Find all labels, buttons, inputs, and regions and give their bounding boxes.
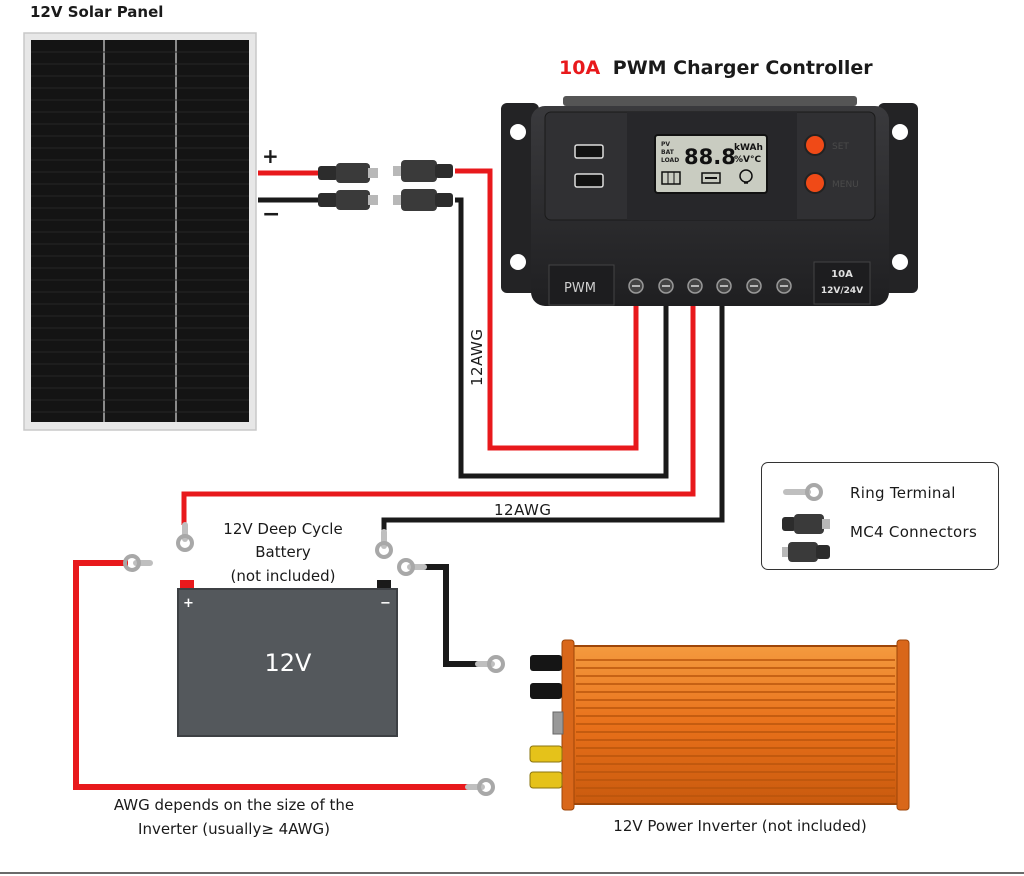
legend: Ring Terminal MC4 Connectors (761, 462, 999, 570)
lcd-flag-pv: PV (661, 141, 670, 148)
controller-title: 10A PWM Charger Controller (559, 57, 873, 79)
inverter-positive-wire (73, 560, 478, 790)
legend-ring-terminal: Ring Terminal (850, 484, 956, 502)
awg-note-line1: AWG depends on the size of the (114, 796, 354, 814)
legend-mc4: MC4 Connectors (850, 523, 978, 541)
solar-panel-title: 12V Solar Panel (30, 3, 163, 21)
inverter-label: 12V Power Inverter (not included) (613, 817, 866, 835)
lcd-flag-load: LOAD (661, 157, 679, 164)
lcd-unit-top: kWAh (734, 143, 763, 153)
battery-label-line1: 12V Deep Cycle (223, 520, 342, 538)
battery-positive-wire (181, 306, 696, 525)
controller-title-accent: 10A (559, 57, 600, 79)
lcd-flag-bat: BAT (661, 149, 675, 156)
panel-minus-sign: − (262, 202, 280, 227)
ring-terminal-icon (783, 483, 823, 501)
awg-note-line2: Inverter (usually≥ 4AWG) (138, 820, 330, 838)
solar-panel (23, 32, 257, 431)
inverter-negative-wire (418, 564, 488, 667)
lcd-digits: 88.8 (684, 145, 736, 169)
controller-title-rest: PWM Charger Controller (613, 57, 873, 79)
lcd-display: PV BAT LOAD 88.8 kWAh %V°C (654, 134, 768, 194)
rating-badge-line2: 12V/24V (821, 286, 863, 296)
battery-label-line3: (not included) (231, 567, 336, 585)
set-button[interactable]: SET (804, 134, 849, 156)
set-button-label: SET (832, 142, 849, 152)
lcd-panel-icon (661, 171, 681, 185)
battery: 12V + − (177, 580, 398, 737)
screw-terminal-icon (628, 278, 792, 294)
usb-port-icon (574, 144, 604, 188)
rating-badge-line1: 10A (831, 269, 853, 280)
panel-to-mc4-wires (258, 170, 318, 203)
gauge-label-horizontal: 12AWG (494, 501, 551, 519)
battery-plus-sign: + (183, 596, 194, 611)
gauge-label-vertical: 12AWG (468, 329, 486, 386)
mc4-connector-icon (318, 160, 453, 211)
pv-negative-wire (455, 197, 669, 479)
power-inverter (529, 639, 910, 811)
charge-controller (501, 96, 918, 306)
pwm-badge: PWM (564, 281, 596, 296)
battery-negative-wire (381, 306, 725, 540)
panel-plus-sign: + (262, 144, 279, 168)
legend-icons (782, 483, 830, 562)
menu-button[interactable]: MENU (804, 172, 859, 194)
battery-face-label: 12V (265, 649, 313, 677)
lcd-bulb-icon (739, 169, 753, 184)
lcd-unit-bottom: %V°C (734, 155, 761, 165)
mc4-connector-icon (782, 514, 830, 562)
pv-positive-wire (455, 168, 639, 451)
menu-button-label: MENU (832, 180, 859, 190)
battery-minus-sign: − (380, 596, 391, 611)
lcd-battery-icon (701, 172, 721, 184)
battery-label-line2: Battery (255, 543, 311, 561)
